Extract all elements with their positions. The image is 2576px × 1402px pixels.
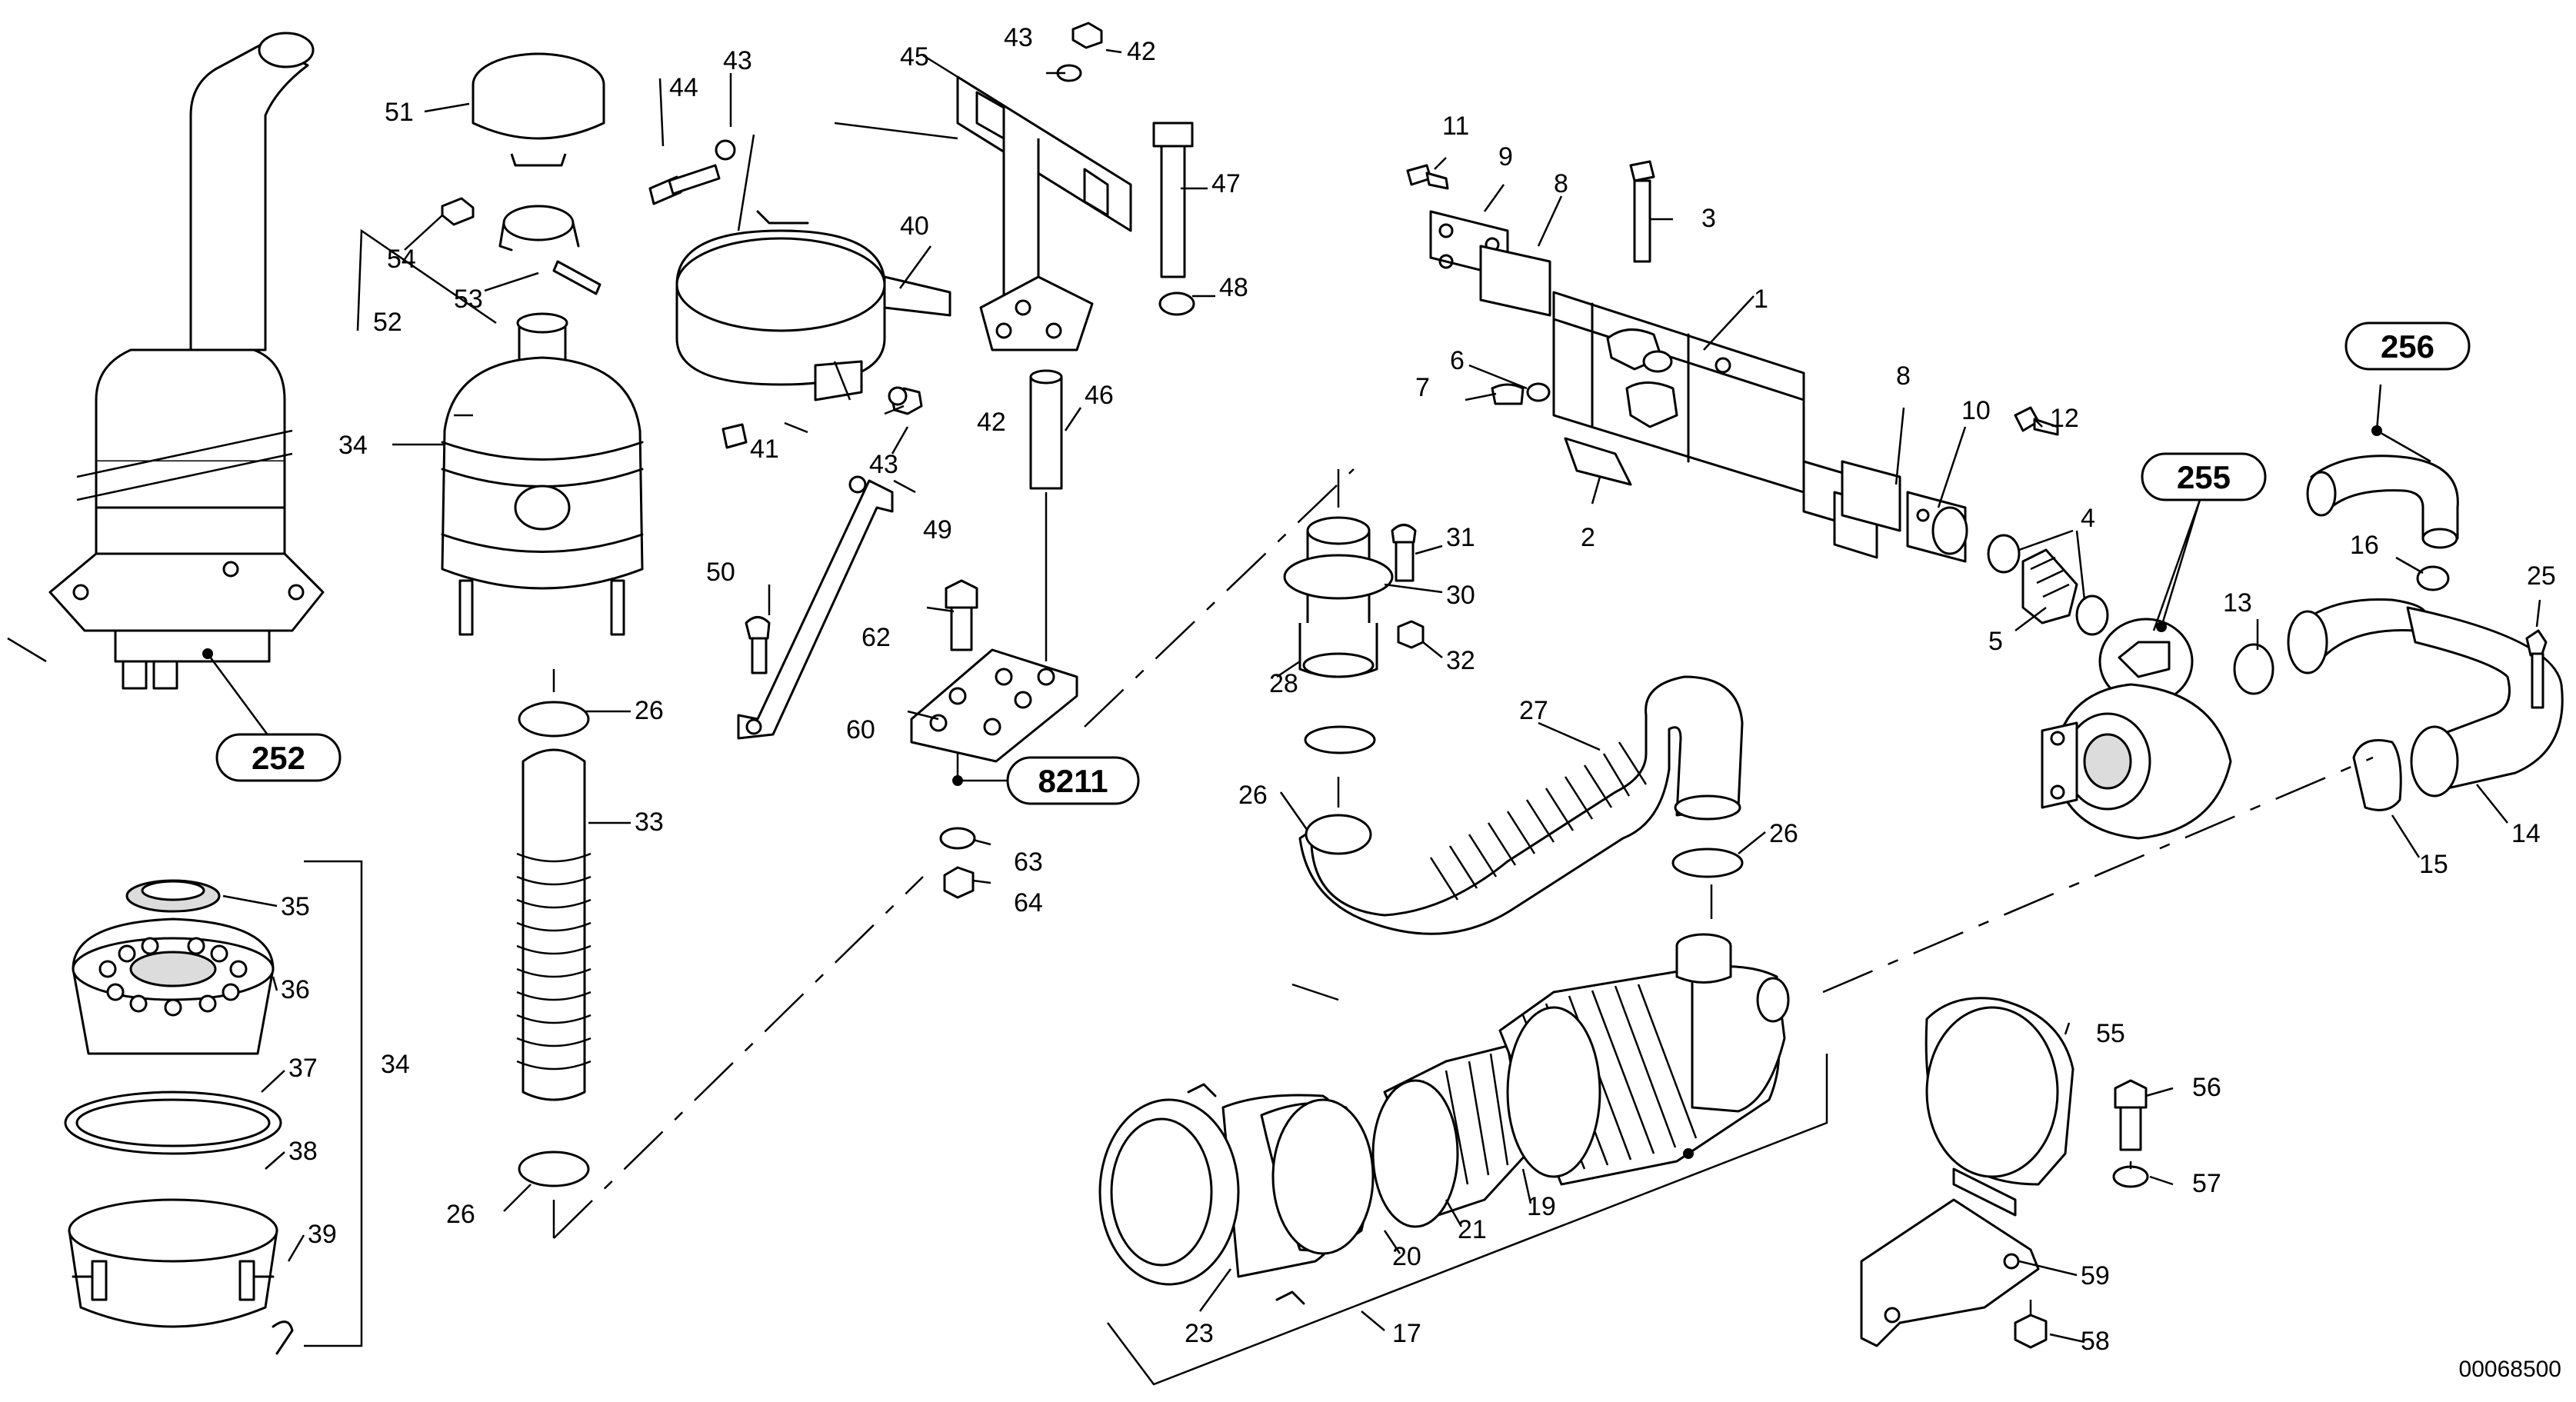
callout-40: 40 <box>900 211 929 241</box>
callout-23: 23 <box>1185 1319 1214 1348</box>
callout-53: 53 <box>454 285 483 314</box>
callout-60: 60 <box>846 715 875 744</box>
document-id: 00068500 <box>2459 1357 2561 1382</box>
callout-5: 5 <box>1988 627 2003 656</box>
callout-11: 11 <box>1442 112 1469 141</box>
callout-43-top: 43 <box>723 46 752 75</box>
mounting-bracket-45 <box>956 22 1195 490</box>
precleaner-assembly <box>64 860 363 1355</box>
callout-7: 7 <box>1415 373 1430 402</box>
connection-lines <box>553 122 2374 1239</box>
callout-15: 15 <box>2419 850 2448 879</box>
ref-box-256[interactable]: 256 <box>2344 321 2471 436</box>
callout-56: 56 <box>2192 1073 2221 1102</box>
callout-51: 51 <box>385 98 414 127</box>
callout-43-mid: 43 <box>1004 23 1033 52</box>
intake-hose-256 <box>2306 455 2459 591</box>
air-cleaner-17 <box>1098 933 1828 1386</box>
ref-label-255: 255 <box>2177 459 2231 495</box>
ref-label-256: 256 <box>2381 328 2434 365</box>
callout-13: 13 <box>2223 588 2252 618</box>
clamp-53 <box>441 197 602 295</box>
callout-9: 9 <box>1498 142 1513 172</box>
callout-34-top: 34 <box>338 431 368 460</box>
support-bracket-55 <box>1860 997 2149 1349</box>
callout-63: 63 <box>1014 848 1043 877</box>
callout-44: 44 <box>669 73 698 102</box>
callout-21: 21 <box>1458 1215 1487 1244</box>
hose-33 <box>516 669 592 1238</box>
callout-26-a: 26 <box>635 696 664 725</box>
turbocharger-255 <box>2041 618 2274 840</box>
ref-box-8211[interactable]: 8211 <box>952 756 1140 805</box>
air-cleaner-34 <box>441 52 644 636</box>
callout-64: 64 <box>1014 888 1043 917</box>
callout-50: 50 <box>706 558 735 587</box>
callout-62: 62 <box>861 623 891 652</box>
corrugated-hose-27 <box>1298 675 1744 935</box>
callout-31: 31 <box>1446 523 1475 552</box>
callout-25: 25 <box>2527 561 2556 591</box>
callout-35: 35 <box>281 892 310 921</box>
callout-26-d: 26 <box>1769 819 1798 848</box>
callout-57: 57 <box>2192 1169 2221 1198</box>
callout-8-mid: 8 <box>1896 361 1911 391</box>
callout-14: 14 <box>2511 819 2541 848</box>
callout-37: 37 <box>288 1054 318 1083</box>
callout-10: 10 <box>1961 396 1991 425</box>
callout-19: 19 <box>1527 1192 1556 1221</box>
callout-30: 30 <box>1446 581 1475 610</box>
mounting-plate-60 <box>910 492 1078 899</box>
elbow-assembly-28 <box>1283 469 1425 808</box>
callout-42-top: 42 <box>1127 37 1156 66</box>
exhaust-stack-part <box>7 32 325 690</box>
leader-lines <box>222 48 2541 1344</box>
callout-8-top: 8 <box>1554 169 1568 198</box>
callout-39: 39 <box>308 1220 337 1249</box>
flange-seal-set <box>1841 460 2109 636</box>
callout-4: 4 <box>2081 504 2095 533</box>
callout-17: 17 <box>1392 1319 1421 1348</box>
callout-16: 16 <box>2350 531 2379 560</box>
callout-6: 6 <box>1450 346 1465 375</box>
precleaner-vent-holes <box>98 937 248 1017</box>
callout-34-side: 34 <box>381 1050 410 1079</box>
callout-48: 48 <box>1219 273 1248 302</box>
callout-49: 49 <box>923 515 952 544</box>
callout-27: 27 <box>1519 696 1548 725</box>
callout-42-mid: 42 <box>977 408 1006 437</box>
callout-3: 3 <box>1701 204 1716 233</box>
callout-45: 45 <box>900 42 929 72</box>
callout-46: 46 <box>1085 381 1114 410</box>
callout-38: 38 <box>288 1137 318 1166</box>
callout-55: 55 <box>2096 1019 2125 1048</box>
callout-43-low: 43 <box>869 450 898 479</box>
callout-47: 47 <box>1211 169 1241 198</box>
callout-26-c: 26 <box>1238 781 1268 810</box>
ref-box-252[interactable]: 252 <box>202 648 342 782</box>
ref-box-255[interactable]: 255 <box>2141 452 2267 632</box>
callout-58: 58 <box>2081 1327 2110 1356</box>
charge-pipe-14 <box>2287 598 2564 811</box>
callout-32: 32 <box>1446 646 1475 675</box>
band-clamp-40 <box>648 134 951 449</box>
brace-49 <box>737 475 894 740</box>
callout-20: 20 <box>1392 1242 1421 1271</box>
callout-54: 54 <box>387 245 416 274</box>
callout-2: 2 <box>1581 523 1595 552</box>
callout-36: 36 <box>281 975 310 1004</box>
callout-33: 33 <box>635 808 664 837</box>
callout-labels: 51 44 43 54 53 52 34 26 33 35 36 37 38 3… <box>281 23 2556 1356</box>
callout-52: 52 <box>373 308 402 337</box>
callout-26-b: 26 <box>446 1200 475 1229</box>
callout-1: 1 <box>1754 285 1768 314</box>
callout-41: 41 <box>750 435 779 464</box>
callout-12: 12 <box>2050 404 2079 433</box>
ref-label-252: 252 <box>252 740 305 776</box>
callout-59: 59 <box>2081 1261 2110 1290</box>
ref-label-8211: 8211 <box>1038 763 1108 799</box>
exhaust-manifold-1 <box>1406 160 2059 559</box>
callout-28: 28 <box>1269 669 1298 698</box>
